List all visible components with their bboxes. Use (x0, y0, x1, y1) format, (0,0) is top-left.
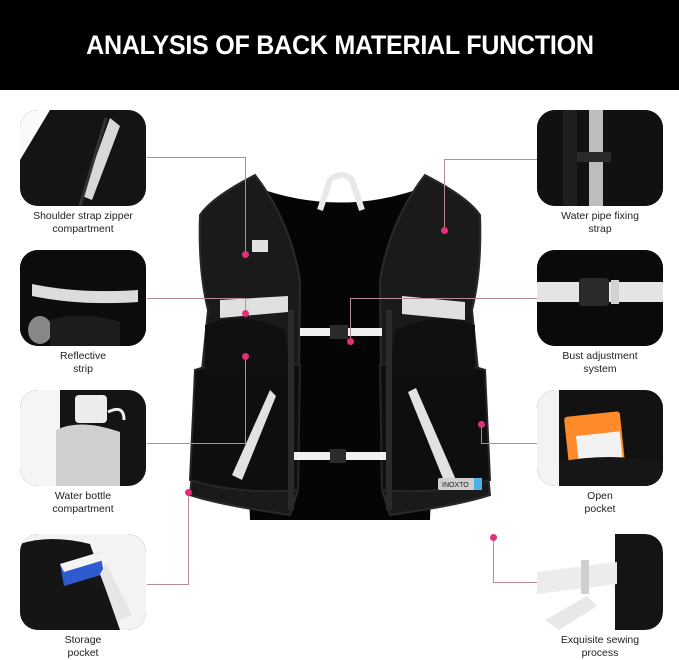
callout-dot (478, 421, 485, 428)
callout-dot (242, 353, 249, 360)
connector-line (147, 584, 189, 585)
connector-line (444, 159, 539, 160)
bust-adjustment-photo (537, 250, 663, 346)
callout-dot (242, 251, 249, 258)
connector-line (147, 157, 246, 158)
water-pipe-strap-photo (537, 110, 663, 206)
feature-caption: Water bottle compartment (52, 490, 114, 515)
open-pocket-photo (537, 390, 663, 486)
feature-caption: Shoulder strap zipper compartment (33, 210, 133, 235)
connector-line (444, 159, 445, 229)
callout-dot (185, 489, 192, 496)
feature-caption: Storage pocket (64, 634, 102, 659)
connector-line (245, 356, 246, 444)
page-title: ANALYSIS OF BACK MATERIAL FUNCTION (85, 29, 594, 60)
water-bottle-photo (20, 390, 146, 486)
connector-line (493, 537, 494, 583)
feature-caption: Exquisite sewing process (560, 634, 640, 659)
feature-caption: Water pipe fixing strap (561, 210, 639, 235)
sewing-process-photo (537, 534, 663, 630)
connector-line (350, 298, 351, 340)
vest-product-image: INOXTO (180, 160, 500, 540)
shoulder-strap-zipper-photo (20, 110, 146, 206)
connector-line (481, 443, 539, 444)
reflective-strip-photo (20, 250, 146, 346)
connector-line (147, 298, 246, 299)
feature-caption: Bust adjustment system (562, 350, 638, 375)
feature-caption: Reflective strip (59, 350, 107, 375)
connector-line (350, 298, 539, 299)
callout-dot (441, 227, 448, 234)
connector-line (481, 424, 482, 444)
connector-line (493, 582, 539, 583)
callout-dot (242, 310, 249, 317)
connector-line (245, 157, 246, 254)
storage-pocket-photo (20, 534, 146, 630)
callout-dot (490, 534, 497, 541)
callout-dot (347, 338, 354, 345)
connector-line (188, 492, 189, 585)
title-banner: ANALYSIS OF BACK MATERIAL FUNCTION (0, 0, 679, 90)
connector-line (147, 443, 245, 444)
feature-caption: Open pocket (584, 490, 616, 515)
connector-line (245, 298, 246, 312)
brand-badge: INOXTO (442, 482, 469, 489)
